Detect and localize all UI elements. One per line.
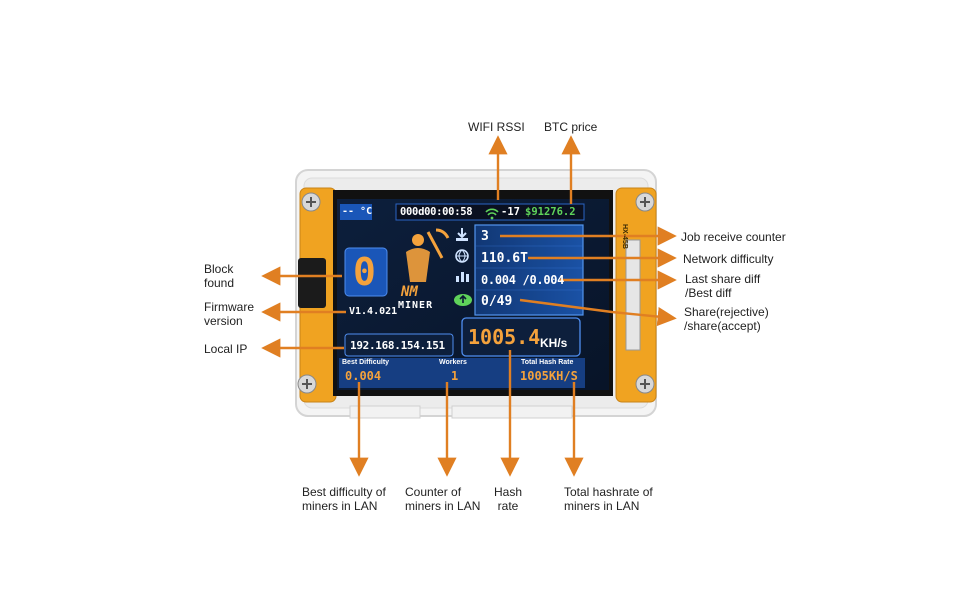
total-hash-label: Total Hash Rate bbox=[521, 359, 574, 366]
callout-firmware-version: Firmware version bbox=[204, 300, 254, 328]
wifi-icon bbox=[485, 208, 499, 220]
firmware-version: V1.4.021 bbox=[349, 306, 398, 317]
callout-counter-lan: Counter of miners in LAN bbox=[405, 485, 481, 513]
share-diff-value: 0.004 /0.004 bbox=[481, 273, 565, 287]
globe-icon bbox=[455, 249, 469, 263]
workers-value: 1 bbox=[451, 369, 459, 383]
callout-hash-rate: Hash rate bbox=[493, 485, 522, 513]
miner-logo bbox=[406, 228, 450, 282]
job-counter-value: 3 bbox=[481, 229, 489, 244]
rssi-readout: -17 bbox=[501, 206, 520, 218]
callout-wifi-rssi: WIFI RSSI bbox=[468, 120, 525, 134]
side-label: HX-45B bbox=[621, 224, 628, 249]
arrow-share bbox=[519, 298, 677, 327]
btc-price-readout: $91276.2 bbox=[525, 206, 576, 218]
best-difficulty-label: Best Difficulty bbox=[342, 359, 390, 366]
download-icon bbox=[456, 228, 468, 241]
callout-job-receive-counter: Job receive counter bbox=[681, 230, 786, 244]
brand-bottom: MINER bbox=[398, 300, 434, 311]
lcd-screen bbox=[333, 190, 613, 396]
best-difficulty-value: 0.004 bbox=[345, 369, 382, 383]
callout-total-hashrate-lan: Total hashrate of miners in LAN bbox=[564, 485, 653, 513]
local-ip-value: 192.168.154.151 bbox=[350, 339, 445, 352]
hash-rate-value: 1005.4 bbox=[468, 325, 541, 349]
screw-icon bbox=[297, 192, 655, 394]
callout-btc-price: BTC price bbox=[544, 120, 598, 134]
total-hash-value: 1005KH/S bbox=[520, 369, 578, 383]
hash-rate-unit: KH/s bbox=[540, 336, 568, 350]
uptime-readout: 000d00:00:58 bbox=[400, 206, 473, 218]
callout-local-ip: Local IP bbox=[204, 342, 248, 356]
callout-network-difficulty: Network difficulty bbox=[683, 252, 774, 266]
brand-top: NM bbox=[401, 284, 418, 300]
block-found-value: 0 bbox=[353, 250, 376, 294]
upload-cloud-icon bbox=[454, 294, 472, 306]
temperature-readout: -- °C bbox=[342, 206, 373, 217]
shares-value: 0/49 bbox=[481, 294, 513, 309]
workers-label: Workers bbox=[439, 359, 467, 366]
callout-share: Share(rejective) /share(accept) bbox=[684, 305, 769, 333]
bar-chart-icon bbox=[456, 272, 469, 282]
callout-arrows bbox=[261, 135, 677, 477]
callout-last-share-diff: Last share diff /Best diff bbox=[685, 272, 761, 300]
network-difficulty-value: 110.6T bbox=[481, 251, 528, 266]
callout-best-difficulty-lan: Best difficulty of miners in LAN bbox=[302, 485, 386, 513]
callout-block-found: Block found bbox=[204, 262, 235, 290]
